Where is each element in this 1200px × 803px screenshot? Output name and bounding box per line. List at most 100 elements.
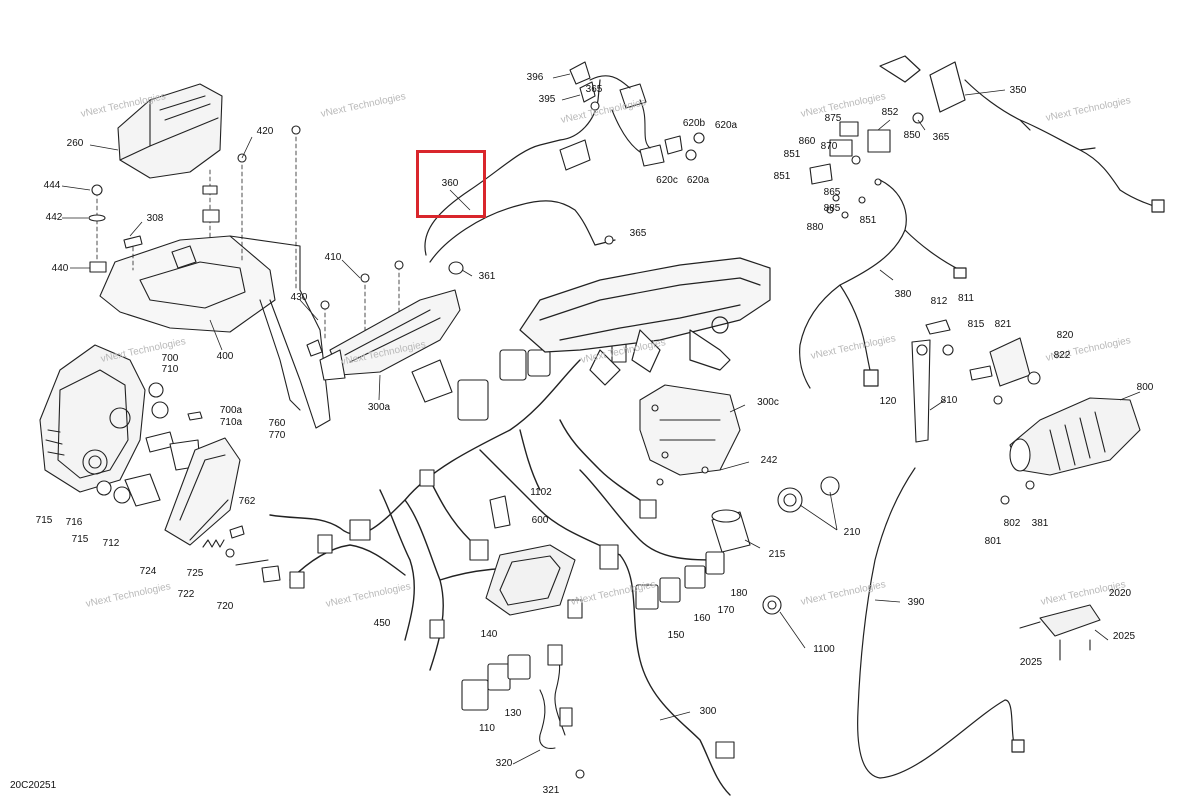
part-label: 140 [480,629,498,640]
bracket-part [99,235,331,429]
part-label: 381 [1031,518,1049,529]
part-label: 300 [699,706,717,717]
part-label: 801 [984,536,1002,547]
remote-2020 [1019,604,1101,661]
part-label: 400 [216,351,234,362]
part-label: 170 [717,605,735,616]
part-label: 410 [324,252,342,263]
part-label: 620a [686,175,710,186]
socket-1102 [489,495,511,529]
part-label: 2020 [1108,588,1132,599]
part-label: 130 [504,708,522,719]
part-label: 851 [859,215,877,226]
connector-group-a [635,551,725,610]
part-label: 875 [824,113,842,124]
part-label: 715 [71,534,89,545]
switch-parts [762,476,840,615]
part-label: 260 [66,138,84,149]
part-label: 1100 [813,644,835,655]
bulb-parts [96,382,203,507]
part-label: 865 [823,187,841,198]
part-label: 444 [43,180,61,191]
part-label: 720 [216,601,234,612]
winch-parts [969,337,1141,505]
part-label: 450 [373,618,391,629]
part-label: 380 [894,289,912,300]
part-label: 860 [798,136,816,147]
part-label: 852 [881,107,899,118]
mount-bracket [164,437,241,546]
part-label: 760 [268,418,286,429]
part-label: 365 [629,228,647,239]
part-label: 120 [879,396,897,407]
part-label: 442 [45,212,63,223]
part-label: 350 [1009,85,1027,96]
part-label: 851 [783,149,801,160]
part-label: 430 [290,292,308,303]
part-label: 600 [531,515,549,526]
part-label: 716 [65,517,83,528]
screws [88,125,404,357]
relay-cluster [809,112,924,219]
part-label: 180 [730,588,748,599]
part-label: 321 [542,785,560,796]
part-label: 365 [585,84,603,95]
part-label: 440 [51,263,69,274]
part-label: 320 [495,758,513,769]
part-label: 870 [820,141,838,152]
part-label: 812 [930,296,948,307]
part-label: 821 [994,319,1012,330]
part-label: 160 [693,613,711,624]
part-label: 395 [538,94,556,105]
part-label: 700 [161,353,179,364]
highlight-box [416,150,486,218]
part-label: 300a [367,402,391,413]
leader-lines [61,73,1141,765]
part-label: 700a [219,405,243,416]
part-label: 620c [656,175,678,186]
part-label: 360 [441,178,459,189]
part-label: 710 [161,364,179,375]
part-label: 1102 [530,487,552,498]
spring-bolt [202,525,281,583]
part-label: 620a [714,120,738,131]
harness-connectors [289,343,735,759]
part-label: 710a [219,417,243,428]
figure-reference-code: 20C20251 [10,780,57,791]
module-300c [639,384,741,486]
wire-part-360 [424,79,616,263]
part-label: 150 [667,630,685,641]
main-harness [269,359,731,796]
part-label: 620b [682,118,706,129]
part-label: 390 [907,597,925,608]
part-label: 810 [940,395,958,406]
part-label: 242 [760,455,778,466]
part-label: 725 [186,568,204,579]
cable-390 [857,467,1025,779]
part-label: 880 [806,222,824,233]
part-label: 800 [1136,382,1154,393]
frame-assembly [519,257,771,386]
part-label: 2025 [1112,631,1136,642]
harness-320 [539,644,585,779]
part-label: 365 [932,132,950,143]
part-label: 762 [238,496,256,507]
part-label: 715 [35,515,53,526]
part-label: 811 [958,293,974,304]
module-part [319,289,461,403]
part-label: 820 [1056,330,1074,341]
cylinder-215 [711,509,751,553]
sensor-wires [589,75,651,153]
part-label: 210 [843,527,861,538]
part-label: 361 [478,271,496,282]
harness-380 [799,179,967,389]
part-label: 802 [1003,518,1021,529]
part-label: 851 [773,171,791,182]
part-label: 110 [479,723,495,734]
headlight-assembly [39,344,146,493]
part-label: 722 [177,589,195,600]
part-label: 215 [768,549,786,560]
part-label: 822 [1053,350,1071,361]
